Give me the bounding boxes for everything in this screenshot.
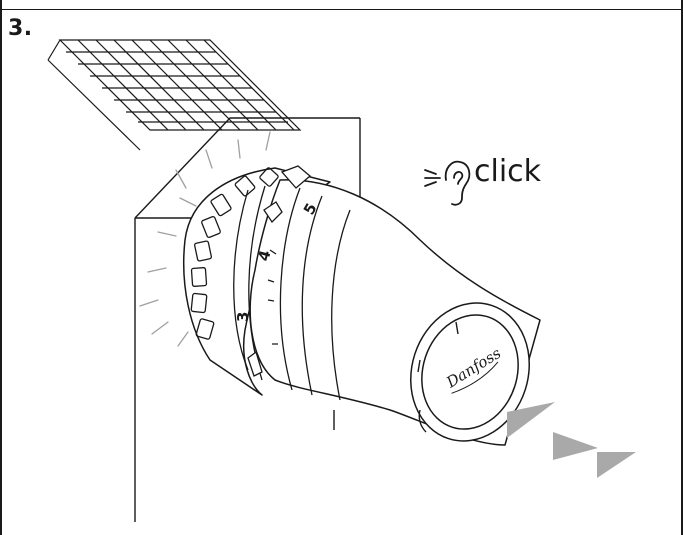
- scale-mark-3: 3: [234, 312, 252, 322]
- top-border: [0, 0, 683, 10]
- vibration-lines: [139, 131, 271, 347]
- push-arrow-1: [507, 402, 555, 438]
- scale-mark-4: 4: [254, 248, 274, 263]
- right-border: [681, 0, 683, 535]
- left-border: [0, 0, 2, 535]
- click-label: click: [474, 154, 542, 189]
- radiator-body: [134, 117, 361, 522]
- push-arrow-2: [553, 432, 598, 460]
- latch-tab: [247, 165, 312, 377]
- push-arrow-3: [597, 452, 636, 478]
- thermostat-body: [182, 167, 541, 446]
- ear-sound-icon: [424, 160, 471, 206]
- push-arrows-icon: [507, 402, 636, 478]
- step-number: 3.: [8, 16, 33, 41]
- scale-ring: [267, 187, 351, 401]
- grip-ribs: [190, 167, 279, 381]
- radiator-grille: [47, 39, 302, 151]
- cap-indicator: [417, 321, 459, 433]
